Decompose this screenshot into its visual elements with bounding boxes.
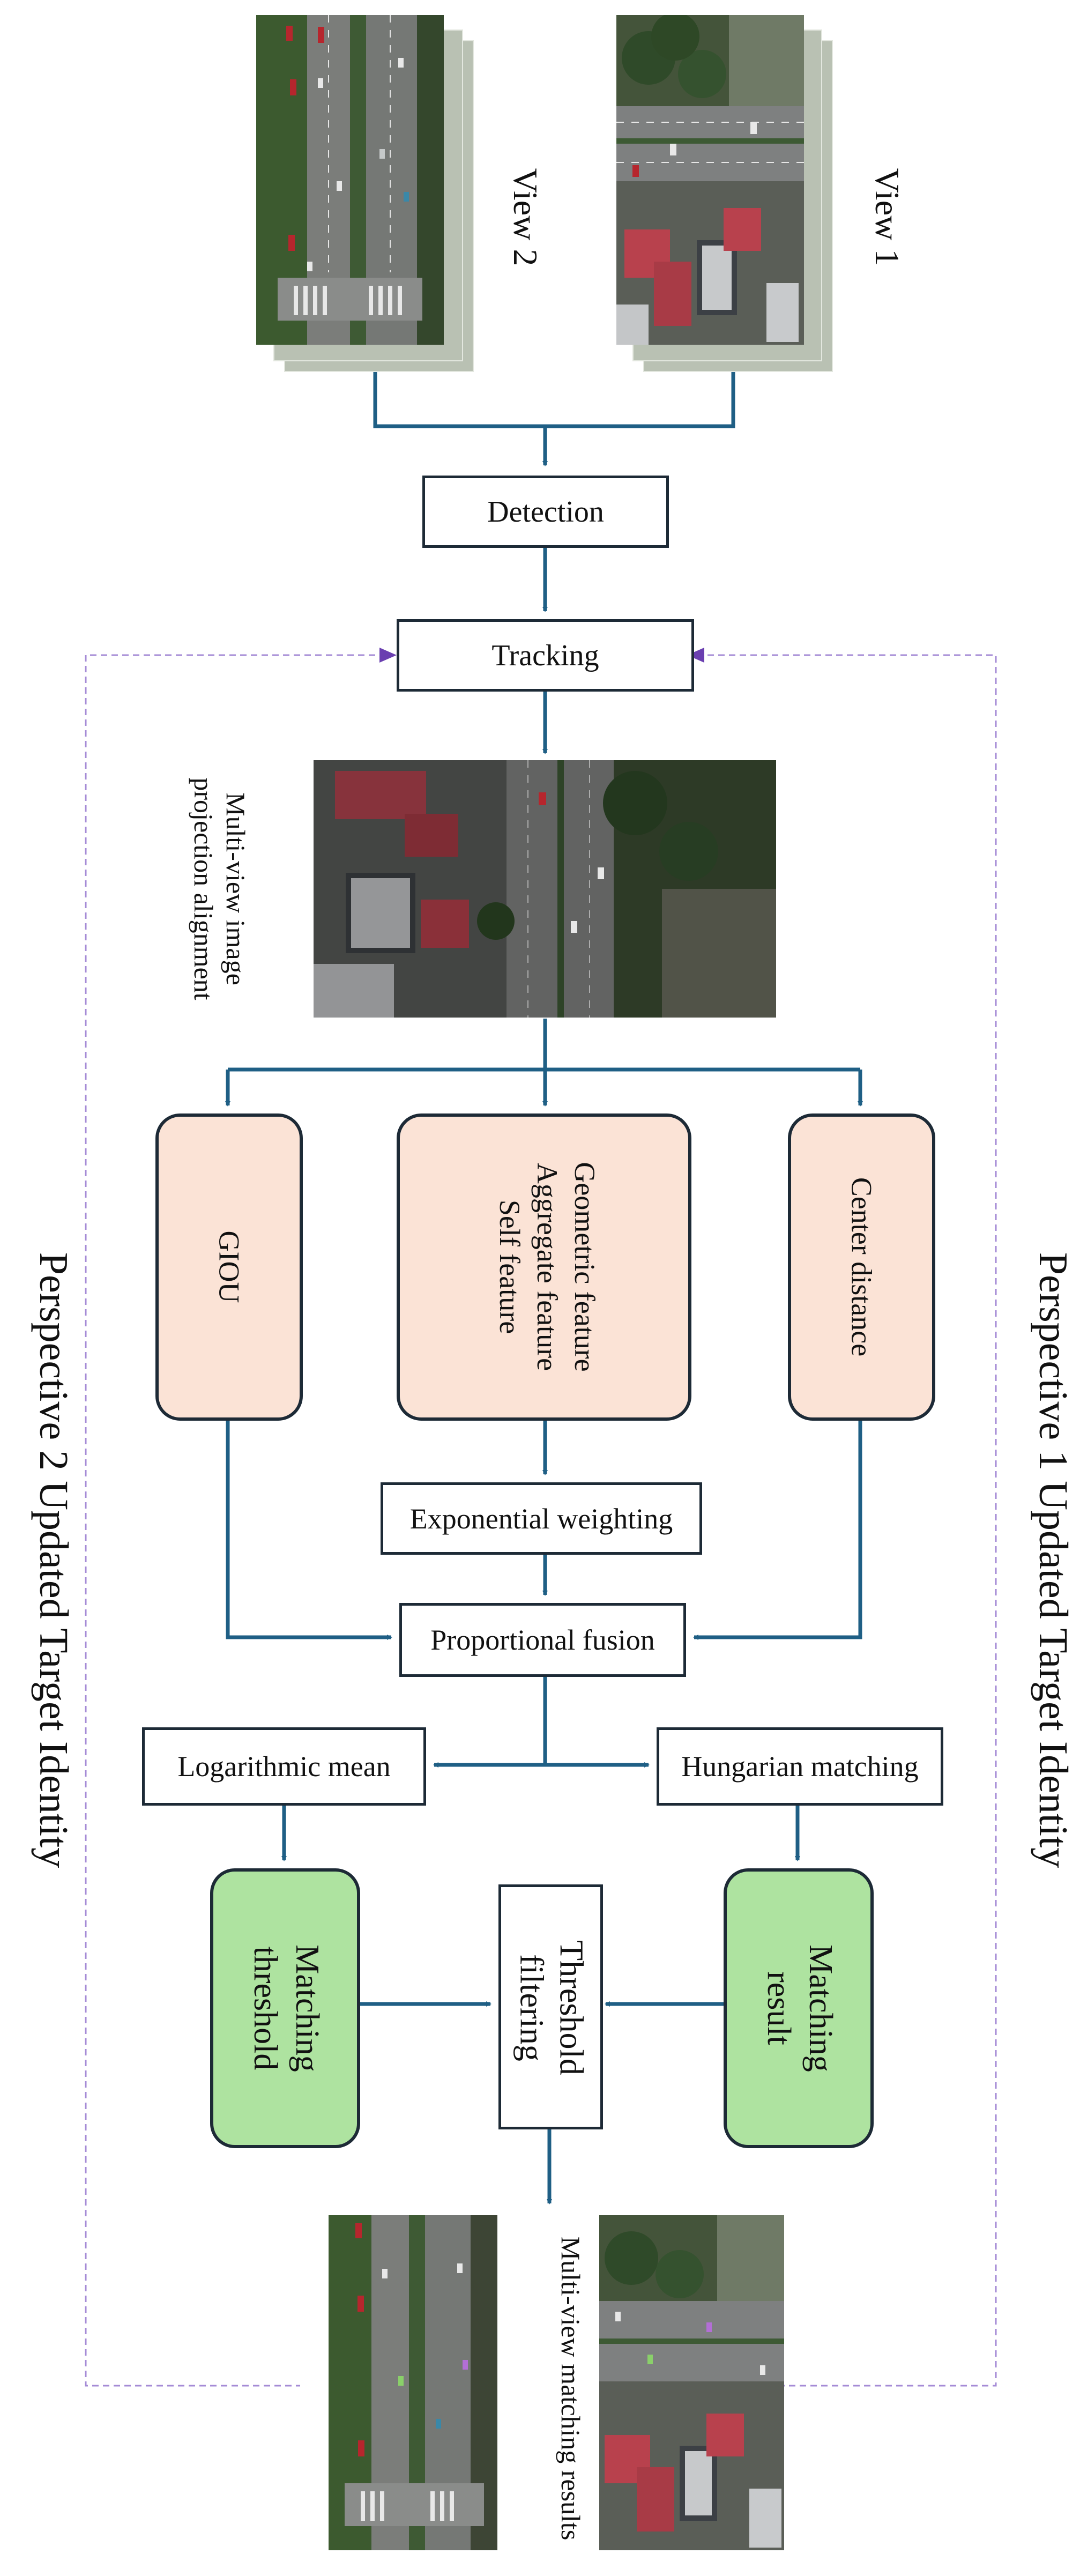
alignment-label: Multi-view image projection alignment	[189, 777, 251, 1000]
exponential-weighting-box: Exponential weighting	[381, 1482, 702, 1555]
logarithmic-mean-box: Logarithmic mean	[142, 1727, 426, 1806]
center-distance-label: Center distance	[845, 1177, 878, 1357]
detection-box: Detection	[422, 476, 669, 548]
matching-result-line-1: Matching	[802, 1944, 839, 2072]
combined-line-3: Self feature	[494, 1199, 526, 1334]
exponential-weighting-label: Exponential weighting	[409, 1502, 673, 1535]
matching-threshold-line-1: Matching	[289, 1944, 325, 2072]
view2-label: View 2	[507, 168, 545, 266]
matching-result-line-2: result	[761, 1971, 797, 2045]
giou-box: GIOU	[155, 1113, 303, 1421]
view1-label: View 1	[868, 168, 906, 266]
edge-center-fusion	[693, 1421, 862, 1640]
threshold-filtering-box: Threshold filtering	[498, 1884, 603, 2129]
edge-giou-fusion	[226, 1421, 392, 1640]
tracking-label: Tracking	[491, 639, 599, 672]
center-distance-box: Center distance	[788, 1113, 935, 1421]
alignment-image	[314, 760, 776, 1018]
feedback-arrowhead-right	[687, 648, 704, 663]
feedback-arrowhead-left	[379, 648, 397, 663]
combined-line-2: Aggregate feature	[531, 1162, 563, 1371]
feedback-loop-left	[85, 654, 386, 2387]
edge-view1-merge	[545, 367, 735, 428]
matching-threshold-box: Matching threshold	[210, 1868, 360, 2148]
matching-result-labels: Matching result	[756, 1872, 841, 2145]
combined-feature-labels: Geometric feature Aggregate feature Self…	[486, 1101, 604, 1433]
threshold-filtering-line-1: Threshold	[553, 1940, 590, 2075]
result-image-view2	[329, 2215, 497, 2550]
feedback-loop-right	[697, 654, 997, 2387]
view1-image	[616, 15, 804, 345]
combined-line-1: Geometric feature	[569, 1162, 601, 1372]
matching-result-box: Matching result	[724, 1868, 874, 2148]
threshold-filtering-line-2: filtering	[513, 1954, 550, 2061]
feedback-right-label: Perspective 1 Updated Target Identity	[1031, 1252, 1076, 1868]
hungarian-matching-label: Hungarian matching	[681, 1750, 919, 1783]
threshold-filtering-labels: Threshold filtering	[511, 1883, 591, 2133]
edge-view2-merge	[373, 367, 545, 428]
result-image-view1	[599, 2215, 784, 2550]
proportional-fusion-label: Proportional fusion	[430, 1624, 655, 1656]
logarithmic-mean-label: Logarithmic mean	[177, 1750, 391, 1783]
matching-threshold-line-2: threshold	[247, 1946, 284, 2070]
results-label: Multi-view matching results	[556, 2236, 586, 2541]
tracking-box: Tracking	[397, 619, 694, 692]
matching-threshold-labels: Matching threshold	[242, 1872, 328, 2145]
hungarian-matching-box: Hungarian matching	[657, 1727, 943, 1806]
detection-label: Detection	[487, 495, 604, 529]
proportional-fusion-box: Proportional fusion	[399, 1603, 686, 1677]
feedback-left-label: Perspective 2 Updated Target Identity	[31, 1252, 76, 1868]
view2-image	[256, 15, 444, 345]
combined-feature-box: Geometric feature Aggregate feature Self…	[397, 1113, 691, 1421]
giou-label: GIOU	[213, 1230, 245, 1303]
